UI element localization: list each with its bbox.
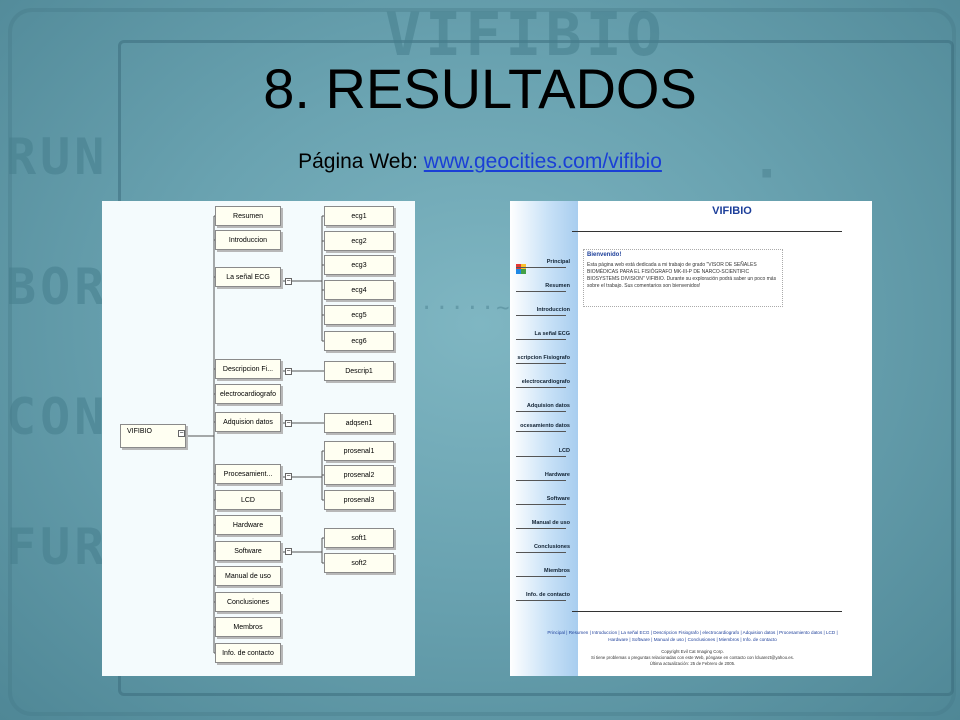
website-nav-miembros[interactable]: Miembros bbox=[544, 568, 570, 574]
nav-divider bbox=[516, 600, 566, 601]
website-sidebar-gradient bbox=[510, 201, 578, 676]
tree-node-introduccion[interactable]: Introduccion bbox=[215, 230, 281, 250]
collapse-icon[interactable]: − bbox=[285, 548, 292, 555]
collapse-icon[interactable]: − bbox=[285, 278, 292, 285]
tree-node-ecg4[interactable]: ecg4 bbox=[324, 280, 394, 300]
background-word-2: BOR bbox=[6, 258, 109, 316]
website-footer-links: Principal | Resumen | Introduccion | La … bbox=[520, 629, 865, 643]
slide-title: 8. RESULTADOS bbox=[263, 57, 697, 120]
nav-divider bbox=[516, 576, 566, 577]
tree-node-hardware[interactable]: Hardware bbox=[215, 515, 281, 535]
background-frame-outer bbox=[8, 8, 956, 716]
tree-node-ecg2[interactable]: ecg2 bbox=[324, 231, 394, 251]
collapse-icon[interactable]: − bbox=[285, 368, 292, 375]
tree-node-prosenal1[interactable]: prosenal1 bbox=[324, 441, 394, 461]
website-nav-lcd[interactable]: LCD bbox=[558, 448, 570, 454]
nav-divider bbox=[516, 504, 566, 505]
tree-root-label: VIFIBIO bbox=[127, 428, 152, 435]
background-dot: ▪ bbox=[760, 160, 776, 185]
website-nav-introduccion[interactable]: Introduccion bbox=[536, 307, 570, 313]
website-nav-contacto[interactable]: Info. de contacto bbox=[526, 592, 570, 598]
tree-node-senal-ecg[interactable]: La señal ECG bbox=[215, 267, 281, 287]
tree-node-manual[interactable]: Manual de uso bbox=[215, 566, 281, 586]
tree-node-descrip1[interactable]: Descrip1 bbox=[324, 361, 394, 381]
nav-divider bbox=[516, 528, 566, 529]
website-preview: VIFIBIO Principal Resumen Introduccion L… bbox=[510, 201, 872, 676]
subtitle-prefix: Página Web: bbox=[298, 150, 424, 173]
website-nav-hardware[interactable]: Hardware bbox=[544, 472, 570, 478]
nav-divider bbox=[516, 315, 566, 316]
slide-subtitle: Página Web: www.geocities.com/vifibio bbox=[0, 150, 960, 174]
site-map-tree: VIFIBIO − Resumen Introduccion La señal … bbox=[102, 201, 415, 676]
tree-node-procesamiento[interactable]: Procesamient... bbox=[215, 464, 281, 484]
welcome-box: Bienvenido! Esta página web está dedicad… bbox=[583, 249, 783, 307]
website-nav-electrocardiografo[interactable]: electrocardiografo bbox=[521, 379, 570, 385]
website-nav-conclusiones[interactable]: Conclusiones bbox=[533, 544, 570, 550]
website-nav-adquision[interactable]: Adquision datos bbox=[526, 403, 570, 409]
footer-copy-line-2: Si tiene problemas o preguntas relaciona… bbox=[590, 655, 795, 660]
website-footer-rule bbox=[572, 611, 842, 612]
website-nav-resumen[interactable]: Resumen bbox=[545, 283, 570, 289]
tree-node-soft2[interactable]: soft2 bbox=[324, 553, 394, 573]
tree-node-lcd[interactable]: LCD bbox=[215, 490, 281, 510]
website-nav-descripcion[interactable]: scripcion Fisiografo bbox=[517, 355, 570, 361]
tree-node-conclusiones[interactable]: Conclusiones bbox=[215, 592, 281, 612]
tree-node-ecg6[interactable]: ecg6 bbox=[324, 331, 394, 351]
tree-node-ecg5[interactable]: ecg5 bbox=[324, 305, 394, 325]
tree-node-soft1[interactable]: soft1 bbox=[324, 528, 394, 548]
nav-divider bbox=[516, 339, 566, 340]
background-word-1: RUN bbox=[6, 128, 109, 186]
tree-node-membros[interactable]: Membros bbox=[215, 617, 281, 637]
website-logo: VIFIBIO bbox=[712, 205, 752, 217]
tree-node-ecg3[interactable]: ecg3 bbox=[324, 255, 394, 275]
website-puzzle-icon bbox=[516, 261, 526, 274]
nav-divider bbox=[516, 480, 566, 481]
footer-links-line-1[interactable]: Principal | Resumen | Introduccion | La … bbox=[547, 630, 838, 635]
footer-links-line-2[interactable]: Hardware | Software | Manual de uso | Co… bbox=[608, 637, 777, 642]
nav-divider bbox=[516, 431, 566, 432]
collapse-icon[interactable]: − bbox=[178, 430, 185, 437]
tree-node-electrocardiografo[interactable]: electrocardiografo bbox=[215, 384, 281, 404]
collapse-icon[interactable]: − bbox=[285, 420, 292, 427]
website-nav-principal[interactable]: Principal bbox=[546, 259, 570, 265]
nav-divider bbox=[516, 363, 566, 364]
background-word-3: CON bbox=[6, 388, 109, 446]
nav-divider bbox=[516, 456, 566, 457]
website-nav-software[interactable]: Software bbox=[546, 496, 570, 502]
tree-node-prosenal2[interactable]: prosenal2 bbox=[324, 465, 394, 485]
footer-copy-line-3: Última actualización: 25 de Febrero de 2… bbox=[649, 661, 736, 666]
nav-divider bbox=[516, 552, 566, 553]
website-nav-procesamiento[interactable]: ocesamiento datos bbox=[520, 423, 570, 429]
collapse-icon[interactable]: − bbox=[285, 473, 292, 480]
tree-node-descripcion[interactable]: Descripcion Fi... bbox=[215, 359, 281, 379]
tree-node-contacto[interactable]: Info. de contacto bbox=[215, 643, 281, 663]
footer-copy-line-1: Copyright Evil Cat Imaging Corp. bbox=[661, 649, 724, 654]
website-footer-copyright: Copyright Evil Cat Imaging Corp. Si tien… bbox=[520, 649, 865, 667]
background-word-4: FUR bbox=[6, 518, 109, 576]
nav-divider bbox=[516, 387, 566, 388]
tree-node-software[interactable]: Software bbox=[215, 541, 281, 561]
tree-node-root[interactable]: VIFIBIO bbox=[120, 424, 186, 448]
tree-node-ecg1[interactable]: ecg1 bbox=[324, 206, 394, 226]
background-watermark: VIFIBIO bbox=[385, 0, 666, 70]
nav-divider bbox=[516, 291, 566, 292]
tree-node-resumen[interactable]: Resumen bbox=[215, 206, 281, 226]
welcome-text: Esta página web está dedicada a mi traba… bbox=[587, 262, 777, 289]
tree-connectors bbox=[186, 215, 324, 654]
tree-node-adqsen1[interactable]: adqsen1 bbox=[324, 413, 394, 433]
tree-node-prosenal3[interactable]: prosenal3 bbox=[324, 490, 394, 510]
website-header-rule bbox=[572, 231, 842, 232]
website-link[interactable]: www.geocities.com/vifibio bbox=[423, 150, 662, 173]
welcome-title: Bienvenido! bbox=[587, 252, 622, 258]
website-nav-senal-ecg[interactable]: La señal ECG bbox=[534, 331, 570, 337]
nav-divider bbox=[516, 411, 566, 412]
website-nav-manual[interactable]: Manual de uso bbox=[531, 520, 570, 526]
tree-node-adquision[interactable]: Adquision datos bbox=[215, 412, 281, 432]
nav-divider bbox=[516, 267, 566, 268]
